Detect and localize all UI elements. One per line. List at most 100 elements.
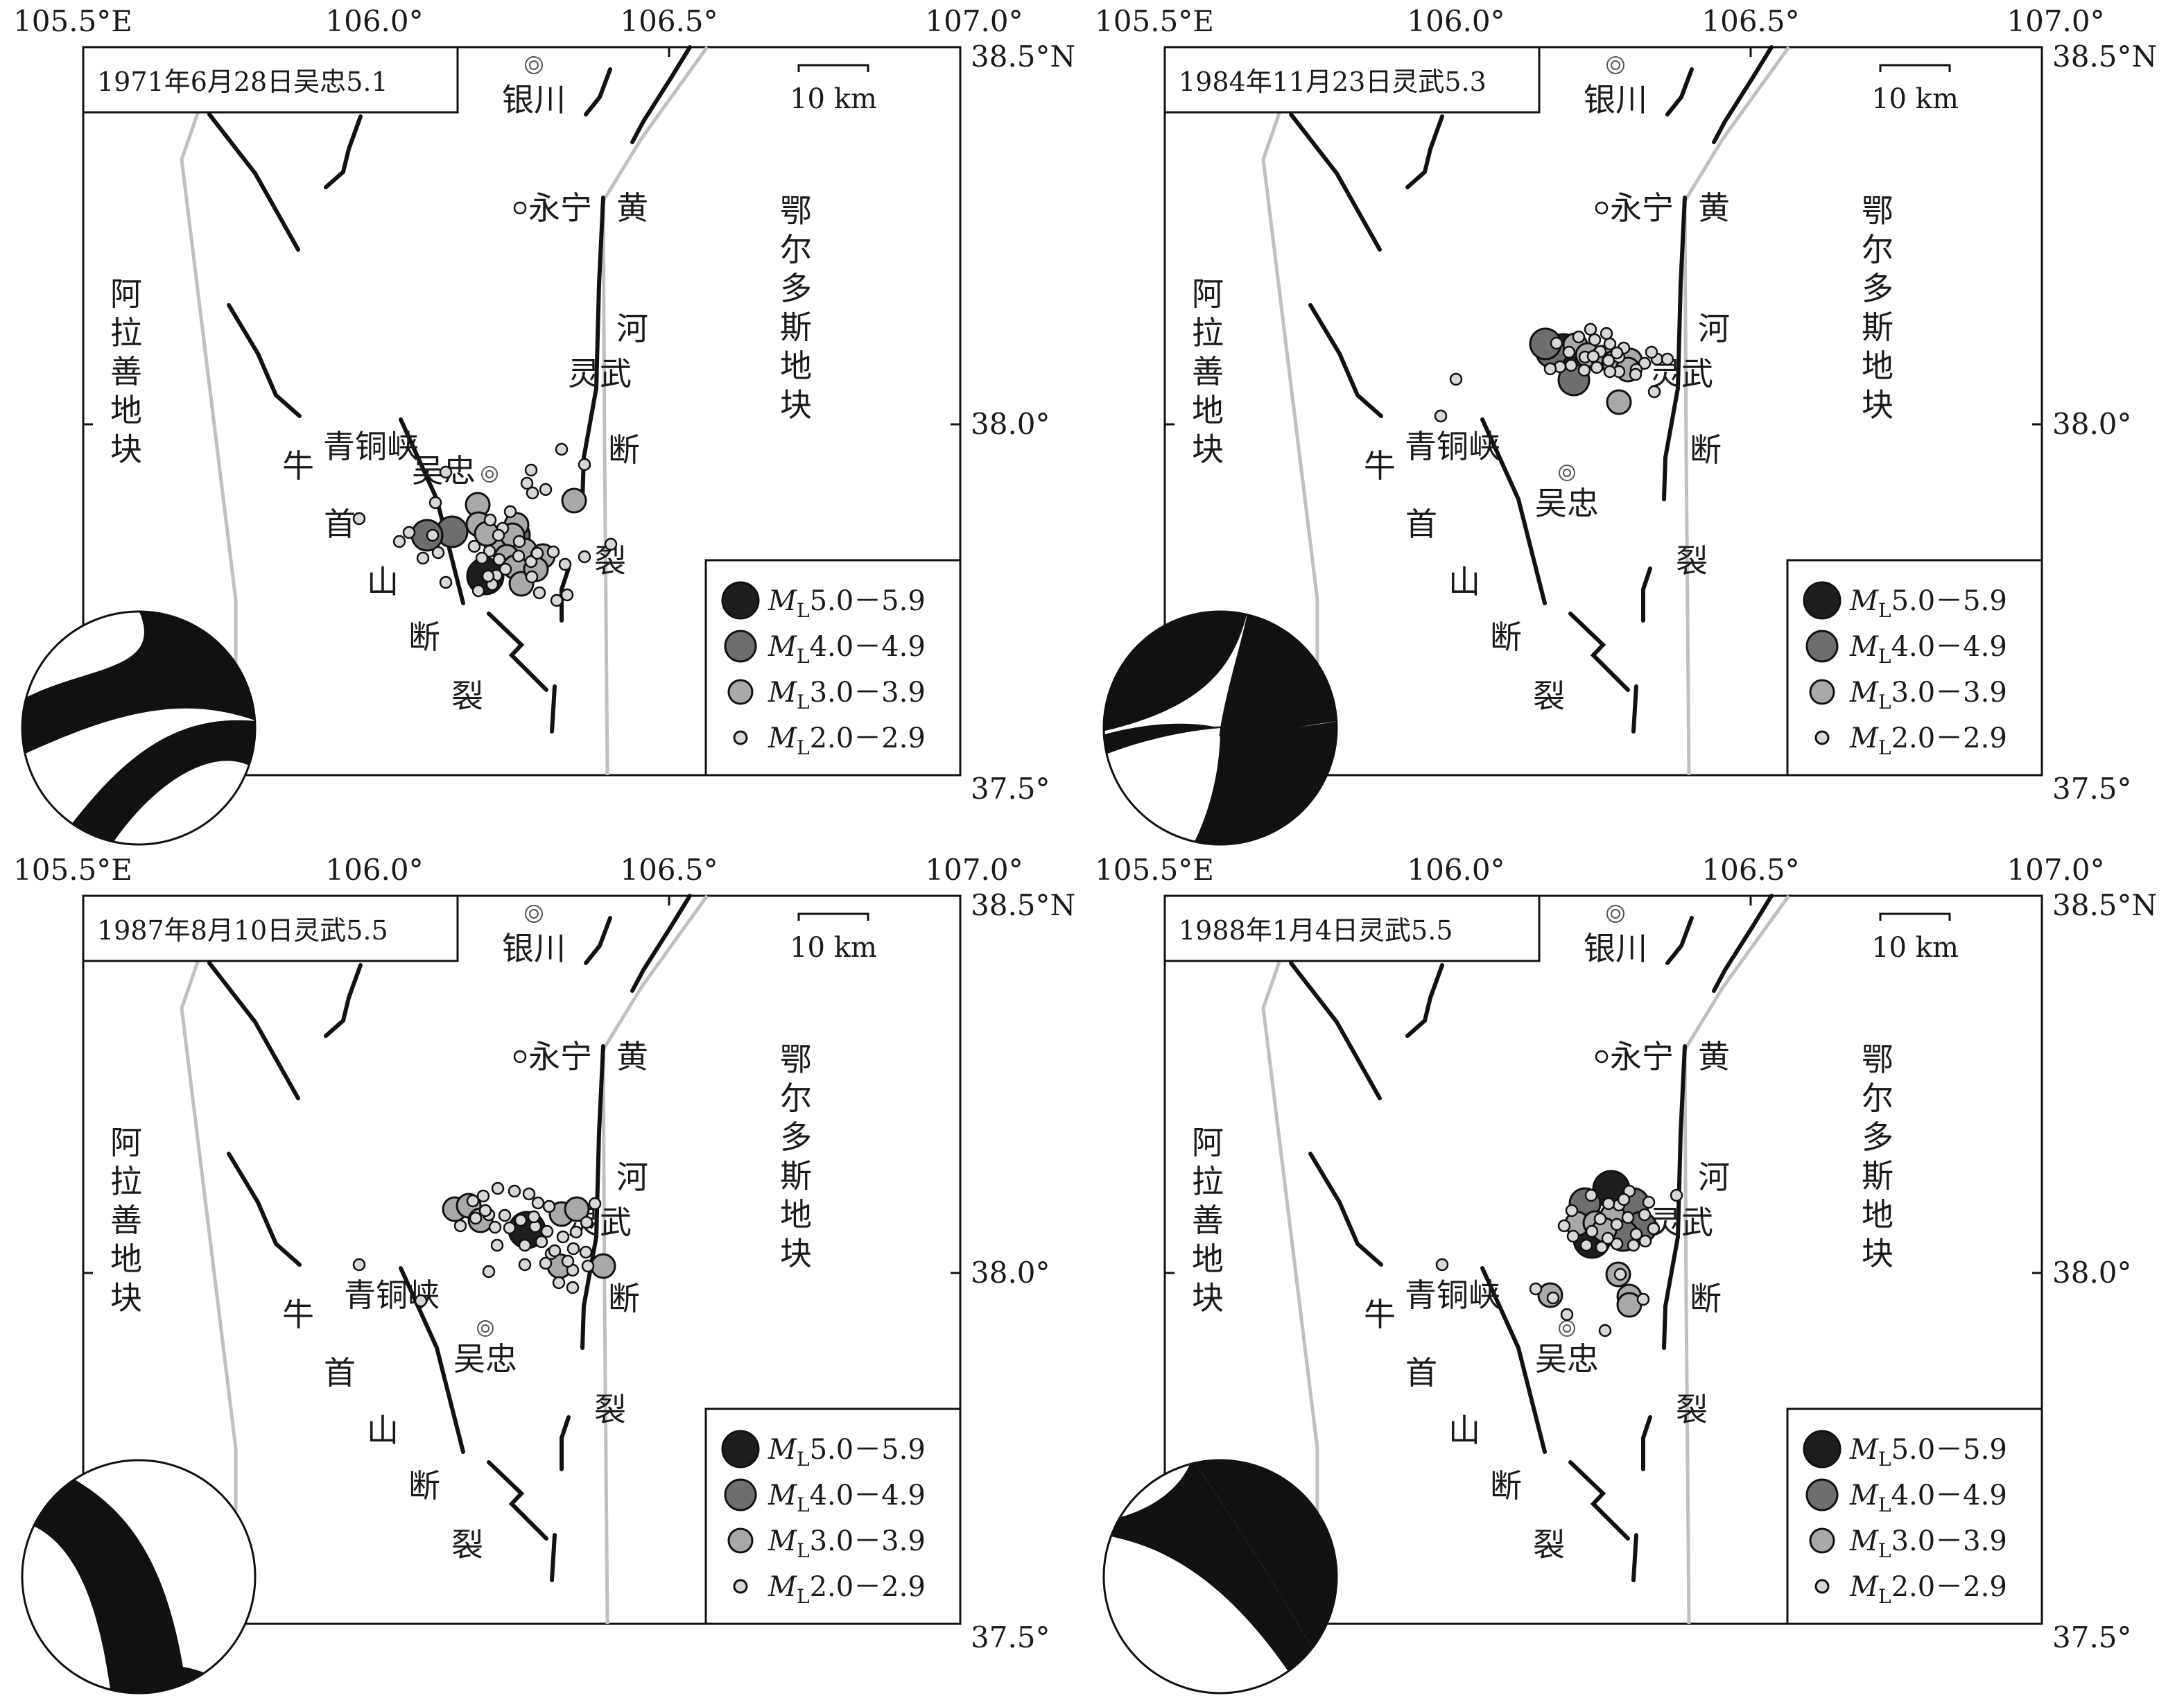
label-alashan-char: 块: [1192, 1279, 1224, 1317]
label-huanghe-char: 武: [1681, 1204, 1713, 1241]
label-niushoushan-char: 首: [1405, 505, 1437, 543]
scale-bar-label: 10 km: [790, 932, 877, 964]
label-niushoushan-char: 裂: [1533, 1526, 1565, 1563]
place-wuzhong: 吴忠: [453, 1340, 517, 1378]
earthquake-event-ml3: [590, 1253, 616, 1279]
legend-symbol: [1805, 630, 1839, 663]
label-alashan-char: 块: [110, 431, 142, 468]
earthquake-event-ml2: [1610, 346, 1624, 360]
earthquake-event-ml2: [426, 528, 440, 542]
label-niushoushan-char: 山: [1448, 563, 1480, 600]
earthquake-event-ml2: [1584, 1188, 1598, 1202]
place-yinchuan: 银川: [502, 81, 566, 119]
label-niushoushan-char: 牛: [282, 447, 314, 485]
label-ordos-char: 尔: [1862, 1080, 1893, 1117]
legend-symbol: [733, 730, 748, 745]
label-niushoushan-char: 裂: [1533, 677, 1565, 715]
earthquake-event-ml2: [492, 528, 505, 542]
label-niushoushan-char: 首: [324, 1354, 356, 1392]
label-ordos-char: 斯: [1862, 309, 1893, 346]
legend-label: ML4.0－4.9: [1849, 631, 2007, 668]
earthquake-event-ml2: [514, 1213, 528, 1227]
label-huanghe-char: 断: [608, 1280, 640, 1317]
earthquake-event-ml2: [1638, 356, 1652, 370]
earthquake-event-ml2: [1586, 349, 1600, 363]
earthquake-event-ml2: [1647, 1222, 1661, 1236]
panel-title: 1984年11月23日灵武5.3: [1179, 67, 1487, 97]
legend-symbol: [727, 1527, 754, 1554]
event-cluster: [1434, 322, 1674, 423]
city-marker: [525, 56, 543, 74]
place-yinchuan: 银川: [1584, 930, 1647, 967]
label-niushoushan-char: 首: [324, 505, 356, 543]
earthquake-event-ml2: [1590, 361, 1604, 374]
lon-tick-label: 106.5°: [1701, 4, 1799, 38]
earthquake-event-ml2: [481, 569, 495, 583]
label-ordos-char: 多: [780, 1118, 812, 1156]
earthquake-event-ml2: [508, 1184, 521, 1198]
earthquake-event-ml2: [503, 505, 517, 519]
earthquake-event-ml2: [1560, 1308, 1574, 1322]
label-ordos-char: 块: [780, 386, 812, 424]
place-qingtongxia: 青铜峡: [1405, 1276, 1500, 1314]
label-huanghe-char: 灵: [568, 355, 600, 392]
earthquake-event-ml2: [490, 1238, 504, 1252]
place-qingtongxia: 青铜峡: [1405, 428, 1500, 465]
earthquake-event-ml2: [552, 1276, 566, 1290]
place-wuzhong: 吴忠: [1535, 1340, 1599, 1378]
label-huanghe-char: 断: [1690, 1280, 1722, 1317]
legend-symbol: [733, 1579, 748, 1594]
lon-tick-label: 107.0°: [2007, 853, 2104, 887]
earthquake-event-ml2: [561, 1254, 575, 1268]
lon-tick-label: 106.0°: [325, 853, 423, 887]
legend-symbol: [1809, 1527, 1835, 1554]
label-niushoushan-char: 裂: [451, 1526, 483, 1563]
earthquake-event-ml2: [1529, 1282, 1543, 1296]
earthquake-event-ml2: [1613, 1267, 1627, 1281]
earthquake-event-ml2: [1598, 1324, 1612, 1337]
label-alashan-char: 地: [1192, 1240, 1224, 1278]
earthquake-event-ml2: [1629, 367, 1643, 381]
label-ordos-char: 尔: [780, 1080, 812, 1117]
earthquake-event-ml2: [1435, 1258, 1449, 1272]
label-ordos-char: 地: [780, 347, 812, 385]
earthquake-event-ml2: [1642, 1195, 1656, 1209]
city-marker: [525, 905, 543, 923]
earthquake-event-ml2: [503, 1221, 517, 1235]
lon-tick-label: 106.0°: [1407, 4, 1505, 38]
earthquake-event-ml2: [558, 557, 572, 571]
label-alashan-char: 块: [1192, 431, 1224, 468]
earthquake-event-ml2: [1557, 1219, 1571, 1233]
earthquake-event-ml2: [1593, 1212, 1607, 1226]
label-ordos-char: 斯: [780, 309, 812, 346]
lat-tick-label: 38.5°N: [2052, 40, 2157, 73]
legend-label: ML3.0－3.9: [768, 677, 926, 713]
earthquake-event-ml2: [548, 1244, 562, 1258]
town-marker: [513, 201, 527, 215]
earthquake-event-ml2: [525, 570, 539, 584]
earthquake-event-ml2: [1670, 1188, 1683, 1202]
label-huanghe-char: 裂: [1676, 1391, 1708, 1428]
scale-bar-label: 10 km: [1871, 83, 1959, 115]
earthquake-event-ml2: [352, 512, 366, 526]
earthquake-event-ml2: [1645, 345, 1658, 359]
earthquake-event-ml2: [560, 588, 574, 602]
earthquake-event-ml2: [1610, 1237, 1624, 1251]
earthquake-event-ml2: [402, 526, 416, 539]
earthquake-event-ml2: [1638, 1234, 1652, 1248]
place-qingtongxia: 青铜峡: [323, 428, 419, 465]
earthquake-event-ml2: [1546, 1291, 1560, 1305]
legend-symbol: [724, 630, 757, 663]
lon-tick-label: 106.5°: [620, 4, 718, 38]
label-huanghe-char: 黄: [1698, 189, 1730, 227]
scale-bar-label: 10 km: [1871, 932, 1959, 964]
legend-label: ML5.0－5.9: [768, 585, 926, 622]
label-huanghe-char: 断: [608, 431, 640, 469]
label-ordos-char: 地: [1862, 1196, 1893, 1233]
label-ordos-char: 块: [1862, 1235, 1893, 1272]
earthquake-event-ml2: [1636, 1292, 1650, 1306]
legend-label: ML5.0－5.9: [768, 1434, 926, 1471]
label-alashan-char: 善: [110, 1202, 142, 1239]
lat-tick-label: 37.5°: [971, 772, 1050, 806]
